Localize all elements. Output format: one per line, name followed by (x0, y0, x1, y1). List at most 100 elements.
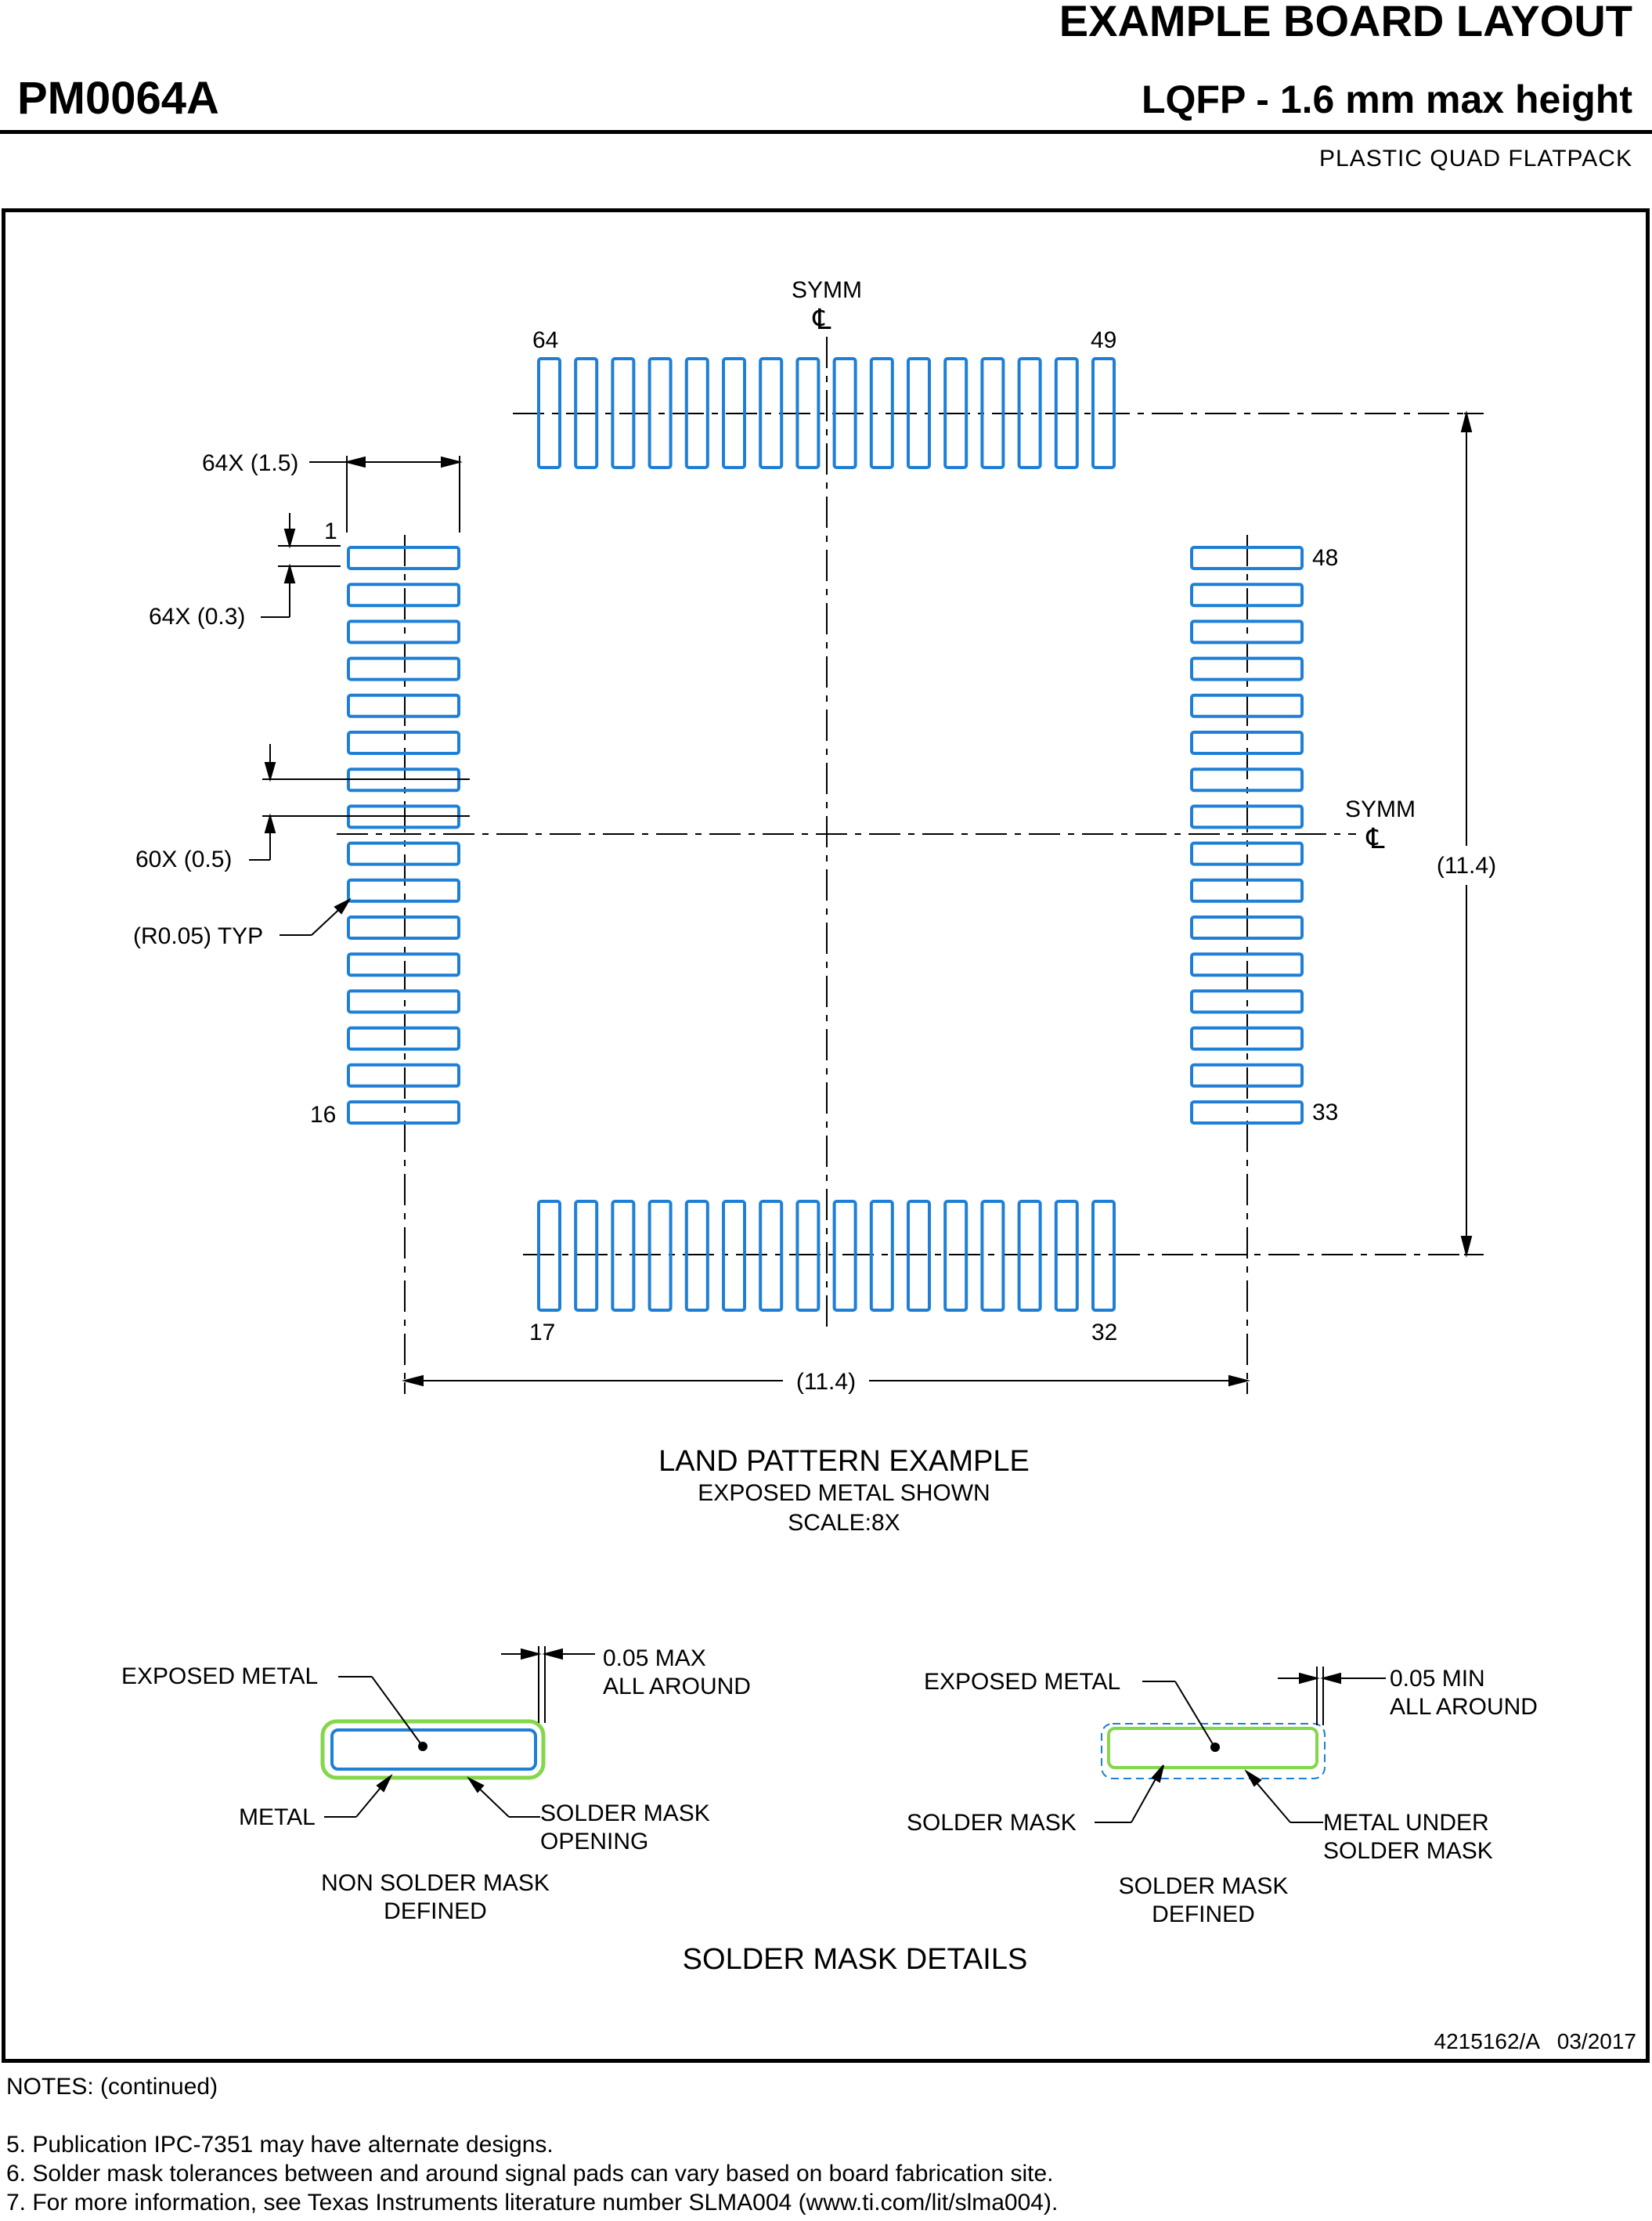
pad-28 (943, 1200, 968, 1312)
smd-caption-1: SOLDER MASK (1119, 1873, 1289, 1899)
symm-label-right: SYMM (1345, 796, 1416, 822)
smd-clearance-label-1: 0.05 MIN (1390, 1666, 1485, 1692)
pad-45 (1190, 656, 1304, 681)
pad-26 (869, 1200, 894, 1312)
pad-25 (832, 1200, 857, 1312)
document-title: EXAMPLE BOARD LAYOUT (1059, 0, 1632, 45)
pin-label-49: 49 (1091, 327, 1116, 353)
package-type: PLASTIC QUAD FLATPACK (1319, 146, 1632, 172)
pad-43 (1190, 731, 1304, 755)
dim-pad-width: 64X (0.3) (149, 604, 245, 630)
pad-48 (1190, 546, 1304, 570)
pin-label-33: 33 (1312, 1100, 1338, 1125)
pad-50 (1054, 357, 1079, 469)
pad-56 (832, 357, 857, 469)
pad-array (347, 357, 1304, 1312)
pad-64 (537, 357, 561, 469)
pad-34 (1190, 1063, 1304, 1088)
pad-9 (347, 841, 460, 866)
pad-62 (611, 357, 636, 469)
symm-label-top: SYMM (792, 277, 862, 303)
dim-pad-length: 64X (1.5) (202, 450, 298, 476)
pad-21 (684, 1200, 709, 1312)
pad-46 (1190, 619, 1304, 645)
pad-33 (1190, 1100, 1304, 1125)
nsmd-metal-label: METAL (239, 1804, 316, 1830)
pad-20 (647, 1200, 673, 1312)
package-id: PM0064A (17, 73, 219, 124)
pad-53 (943, 357, 968, 469)
smd-solder-mask-opening (1107, 1727, 1318, 1769)
pad-24 (795, 1200, 821, 1312)
smd-exposed-metal-label: EXPOSED METAL (924, 1669, 1120, 1695)
drawing-reference: 4215162/A 03/2017 (1434, 2029, 1636, 2053)
pad-58 (759, 357, 784, 469)
nsmd-opening-label-2: OPENING (540, 1829, 648, 1854)
pin-label-17: 17 (529, 1320, 555, 1345)
pad-10 (347, 878, 460, 903)
pad-14 (347, 1026, 460, 1051)
pad-54 (907, 357, 931, 469)
centerline-symbol-top: ℄ (812, 303, 831, 335)
smd-detail: EXPOSED METAL 0.05 MIN ALL AROUND SOLDER… (907, 1666, 1538, 1927)
nsmd-caption-2: DEFINED (384, 1898, 487, 1924)
dim-pitch: 60X (0.5) (135, 847, 232, 872)
dim-horizontal-span: (11.4) (796, 1369, 856, 1395)
pad-41 (1190, 804, 1304, 829)
nsmd-clearance-label-2: ALL AROUND (603, 1674, 751, 1699)
pad-38 (1190, 915, 1304, 940)
pad-22 (722, 1200, 746, 1312)
pad-49 (1091, 357, 1116, 469)
nsmd-solder-mask-opening (320, 1719, 546, 1780)
pad-32 (1091, 1200, 1116, 1312)
smd-caption-2: DEFINED (1152, 1901, 1255, 1927)
pad-6 (347, 731, 460, 755)
pad-40 (1190, 841, 1304, 866)
smd-solder-mask-label: SOLDER MASK (907, 1810, 1077, 1836)
note-5: 5. Publication IPC-7351 may have alterna… (6, 2132, 554, 2158)
pad-57 (795, 357, 821, 469)
smd-metal-under-label-1: METAL UNDER (1323, 1810, 1489, 1836)
pad-23 (759, 1200, 784, 1312)
pad-5 (347, 693, 460, 718)
pad-27 (907, 1200, 931, 1312)
pad-16 (347, 1100, 460, 1125)
pad-2 (347, 583, 460, 608)
pad-13 (347, 989, 460, 1014)
header-divider (0, 130, 1652, 134)
nsmd-opening-label-1: SOLDER MASK (540, 1800, 710, 1826)
package-description: LQFP - 1.6 mm max height (1141, 78, 1632, 121)
smd-clearance-label-2: ALL AROUND (1390, 1694, 1538, 1720)
pad-37 (1190, 952, 1304, 977)
smd-metal-under-label-2: SOLDER MASK (1323, 1838, 1493, 1864)
land-pattern-scale: SCALE:8X (788, 1510, 900, 1536)
pad-51 (1017, 357, 1042, 469)
nsmd-clearance-label-1: 0.05 MAX (603, 1645, 706, 1671)
pad-18 (574, 1200, 599, 1312)
land-pattern-subtitle: EXPOSED METAL SHOWN (698, 1480, 990, 1506)
pad-17 (537, 1200, 561, 1312)
pin-label-64: 64 (532, 327, 558, 353)
pad-44 (1190, 693, 1304, 718)
pad-63 (574, 357, 599, 469)
pad-3 (347, 619, 460, 645)
pin-label-32: 32 (1091, 1320, 1117, 1345)
solder-mask-details-title: SOLDER MASK DETAILS (683, 1943, 1028, 1976)
pad-35 (1190, 1026, 1304, 1051)
pad-15 (347, 1063, 460, 1088)
pad-19 (611, 1200, 636, 1312)
nsmd-caption-1: NON SOLDER MASK (321, 1870, 550, 1896)
nsmd-exposed-metal-label: EXPOSED METAL (121, 1663, 318, 1689)
pad-39 (1190, 878, 1304, 903)
pin-label-48: 48 (1312, 545, 1338, 571)
smd-metal-under-mask (1101, 1723, 1326, 1779)
dim-vertical-span: (11.4) (1437, 853, 1496, 879)
note-6: 6. Solder mask tolerances between and ar… (6, 2161, 1054, 2187)
pad-12 (347, 952, 460, 977)
pad-4 (347, 656, 460, 681)
pad-31 (1054, 1200, 1079, 1312)
note-7: 7. For more information, see Texas Instr… (6, 2190, 1059, 2216)
pad-1 (347, 546, 460, 570)
pad-42 (1190, 767, 1304, 793)
